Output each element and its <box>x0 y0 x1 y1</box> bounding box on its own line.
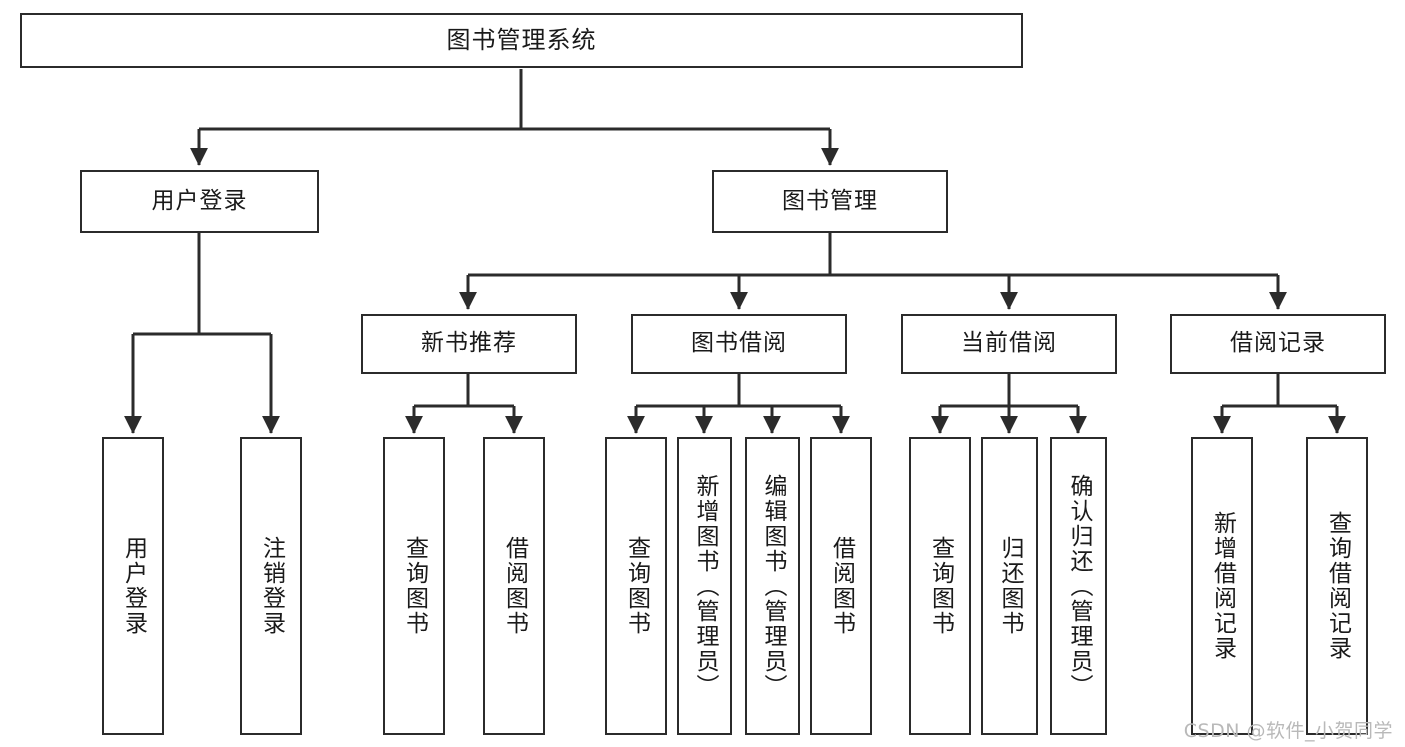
node-leaf-add-record[interactable]: 新增借阅记录 <box>1191 437 1253 735</box>
csdn-watermark: CSDN @软件_小贺同学 <box>1183 720 1393 742</box>
node-borrow-record-label: 借阅记录 <box>1230 330 1326 357</box>
node-leaf-add-book[interactable]: 新增图书（管理员） <box>677 437 732 735</box>
node-current-borrow-label: 当前借阅 <box>961 330 1057 357</box>
node-book-borrow-label: 图书借阅 <box>691 330 787 357</box>
node-leaf-query-book-3[interactable]: 查询图书 <box>909 437 971 735</box>
node-leaf-return-book-label: 归还图书 <box>997 536 1024 636</box>
node-leaf-borrow-book-2-label: 借阅图书 <box>828 536 855 636</box>
node-book-borrow[interactable]: 图书借阅 <box>631 314 847 374</box>
node-user-login-label: 用户登录 <box>151 187 248 214</box>
node-leaf-edit-book[interactable]: 编辑图书（管理员） <box>745 437 800 735</box>
node-borrow-record[interactable]: 借阅记录 <box>1170 314 1386 374</box>
node-leaf-borrow-book-1-label: 借阅图书 <box>501 536 528 636</box>
node-leaf-query-book-2-label: 查询图书 <box>623 536 650 636</box>
node-leaf-user-login-label: 用户登录 <box>120 536 147 636</box>
node-new-book-recommend-label: 新书推荐 <box>421 330 517 357</box>
node-root-label: 图书管理系统 <box>446 26 597 55</box>
node-leaf-confirm-return[interactable]: 确认归还（管理员） <box>1050 437 1107 735</box>
node-leaf-user-login[interactable]: 用户登录 <box>102 437 164 735</box>
node-leaf-edit-book-label: 编辑图书（管理员） <box>760 473 787 699</box>
node-new-book-recommend[interactable]: 新书推荐 <box>361 314 577 374</box>
node-leaf-query-book-1-label: 查询图书 <box>401 536 428 636</box>
node-leaf-query-book-1[interactable]: 查询图书 <box>383 437 445 735</box>
node-leaf-logout-login-label: 注销登录 <box>258 536 285 636</box>
node-leaf-borrow-book-1[interactable]: 借阅图书 <box>483 437 545 735</box>
node-user-login[interactable]: 用户登录 <box>80 170 319 233</box>
node-leaf-query-book-2[interactable]: 查询图书 <box>605 437 667 735</box>
node-leaf-query-book-3-label: 查询图书 <box>927 536 954 636</box>
node-leaf-add-book-label: 新增图书（管理员） <box>692 473 719 699</box>
node-leaf-add-record-label: 新增借阅记录 <box>1209 511 1236 661</box>
node-leaf-logout-login[interactable]: 注销登录 <box>240 437 302 735</box>
node-root[interactable]: 图书管理系统 <box>20 13 1023 68</box>
node-leaf-confirm-return-label: 确认归还（管理员） <box>1066 473 1093 699</box>
node-current-borrow[interactable]: 当前借阅 <box>901 314 1117 374</box>
node-leaf-return-book[interactable]: 归还图书 <box>981 437 1038 735</box>
node-leaf-borrow-book-2[interactable]: 借阅图书 <box>810 437 872 735</box>
node-book-manage[interactable]: 图书管理 <box>712 170 948 233</box>
node-leaf-query-record[interactable]: 查询借阅记录 <box>1306 437 1368 735</box>
node-leaf-query-record-label: 查询借阅记录 <box>1324 511 1351 661</box>
node-book-manage-label: 图书管理 <box>782 187 878 214</box>
